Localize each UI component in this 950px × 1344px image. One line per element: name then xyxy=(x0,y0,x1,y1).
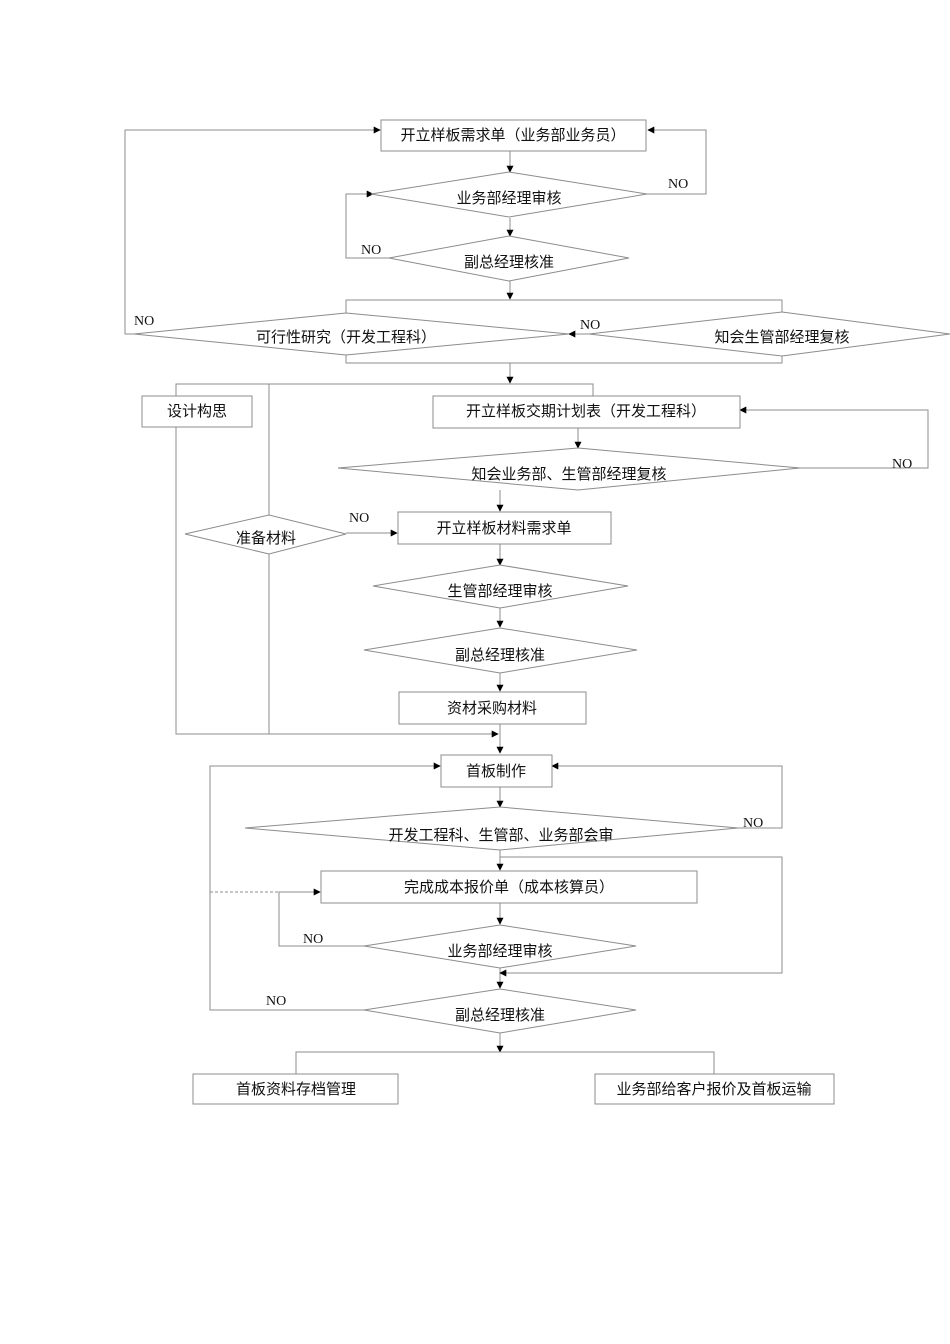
node-prod-mgr-review-label: 生管部经理审核 xyxy=(447,583,552,600)
edges xyxy=(124,126,929,1074)
node-cost-quote: 完成成本报价单（成本核算员） xyxy=(320,870,698,904)
node-prepare-material-label: 准备材料 xyxy=(236,530,296,547)
node-purchase: 资材采购材料 xyxy=(398,691,587,725)
node-vgm-approve-1: 副总经理核准 xyxy=(388,235,630,282)
node-feasibility-label: 可行性研究（开发工程科） xyxy=(256,329,436,346)
node-vgm-approve-2: 副总经理核准 xyxy=(363,627,638,674)
no-label-6: NO xyxy=(349,511,369,526)
node-sales-mgr-review-1: 业务部经理审核 xyxy=(370,171,648,218)
node-prepare-material: 准备材料 xyxy=(184,514,347,555)
no-label-1: NO xyxy=(668,177,688,192)
node-sales-mgr-review-2-label: 业务部经理审核 xyxy=(447,943,552,960)
no-label-2: NO xyxy=(361,243,381,258)
edge-split-bar xyxy=(345,299,783,318)
node-notify-recheck: 知会业务部、生管部经理复核 xyxy=(337,447,801,491)
node-vgm-approve-3-label: 副总经理核准 xyxy=(455,1007,545,1024)
node-joint-review-label: 开发工程科、生管部、业务部会审 xyxy=(388,827,613,844)
node-design-concept: 设计构思 xyxy=(141,395,253,428)
node-prod-mgr-recheck-1: 知会生管部经理复核 xyxy=(588,311,950,357)
no-labels: NO NO NO NO NO NO NO NO NO xyxy=(134,177,912,1009)
node-first-sample-label: 首板制作 xyxy=(466,762,526,780)
edge-branch-bar xyxy=(175,383,594,396)
edge-no-loop-2 xyxy=(345,190,389,259)
no-label-4: NO xyxy=(580,318,600,333)
node-prod-mgr-review: 生管部经理审核 xyxy=(372,564,629,609)
node-purchase-label: 资材采购材料 xyxy=(447,700,537,717)
node-cost-quote-label: 完成成本报价单（成本核算员） xyxy=(404,878,614,896)
edge-no-loop-3 xyxy=(124,126,381,335)
edge-joint-bypass xyxy=(499,856,783,977)
node-request-form: 开立样板需求单（业务部业务员） xyxy=(380,119,647,152)
node-vgm-approve-1-label: 副总经理核准 xyxy=(464,254,554,271)
edge-design-to-merge xyxy=(175,427,499,738)
node-archive: 首板资料存档管理 xyxy=(192,1073,399,1105)
edge-no-loop-8 xyxy=(209,762,441,1011)
node-sales-mgr-review-2: 业务部经理审核 xyxy=(363,924,637,969)
edge-final-split xyxy=(295,1051,715,1074)
no-label-7: NO xyxy=(743,816,763,831)
node-request-form-label: 开立样板需求单（业务部业务员） xyxy=(400,126,625,144)
no-label-5: NO xyxy=(892,457,912,472)
edge-no-loop-6 xyxy=(551,762,783,829)
node-material-form-label: 开立样板材料需求单 xyxy=(436,519,571,537)
node-quote-ship-label: 业务部给客户报价及首板运输 xyxy=(616,1080,811,1098)
node-vgm-approve-2-label: 副总经理核准 xyxy=(455,647,545,664)
node-notify-recheck-label: 知会业务部、生管部经理复核 xyxy=(471,465,666,483)
node-joint-review: 开发工程科、生管部、业务部会审 xyxy=(244,806,739,851)
node-vgm-approve-3: 副总经理核准 xyxy=(363,988,637,1034)
node-archive-label: 首板资料存档管理 xyxy=(236,1080,356,1098)
edge-no-loop-5 xyxy=(739,406,929,469)
node-material-form: 开立样板材料需求单 xyxy=(397,511,612,545)
nodes: 开立样板需求单（业务部业务员） 业务部经理审核 副总经理核准 可行性研究（开发工… xyxy=(133,119,950,1105)
edge-no-loop-1 xyxy=(645,126,707,195)
no-label-9: NO xyxy=(266,994,286,1009)
node-schedule-form: 开立样板交期计划表（开发工程科） xyxy=(432,395,741,429)
no-label-8: NO xyxy=(303,932,323,947)
node-prod-mgr-recheck-1-label: 知会生管部经理复核 xyxy=(714,328,849,346)
node-design-concept-label: 设计构思 xyxy=(167,403,227,420)
node-feasibility: 可行性研究（开发工程科） xyxy=(133,312,570,356)
node-first-sample: 首板制作 xyxy=(440,754,553,788)
node-sales-mgr-review-1-label: 业务部经理审核 xyxy=(456,190,561,207)
edge-merge-bar xyxy=(345,352,783,364)
node-quote-ship: 业务部给客户报价及首板运输 xyxy=(594,1073,835,1105)
no-label-3: NO xyxy=(134,314,154,329)
node-schedule-form-label: 开立样板交期计划表（开发工程科） xyxy=(466,402,706,420)
edge-no-loop-7 xyxy=(278,888,368,947)
